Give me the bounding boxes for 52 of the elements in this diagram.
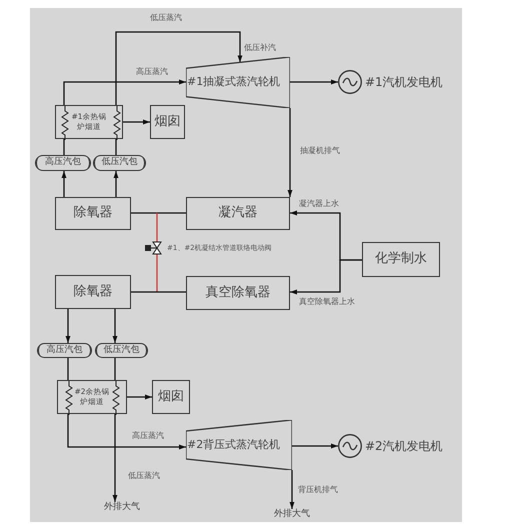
process-box: 凝汽器 <box>186 197 290 230</box>
generator-symbol <box>338 434 362 458</box>
outlet-label: 外排大气 <box>272 509 312 521</box>
arrow <box>112 309 118 343</box>
arrow <box>112 414 118 502</box>
pipe-line <box>114 358 116 380</box>
edge-label: 高压蒸汽 <box>132 432 164 440</box>
pipe-line <box>131 212 186 214</box>
edge-label: 低压蒸汽 <box>150 14 182 22</box>
pipe-line <box>131 291 186 293</box>
outlet-label: 外排大气 <box>102 502 142 514</box>
drum-box: 高压汽包 <box>35 155 91 171</box>
process-box: 化学制水 <box>362 242 440 277</box>
arrow <box>114 171 118 197</box>
edge-label: 凝汽器上水 <box>299 200 339 208</box>
arrow <box>67 414 186 450</box>
arrow <box>127 394 152 400</box>
process-box: 烟囱 <box>150 105 185 139</box>
drum-box: 低压汽包 <box>93 155 146 171</box>
edge-label: 高压蒸汽 <box>136 68 168 76</box>
pipe-line <box>156 254 158 292</box>
process-box: 烟囱 <box>152 380 190 414</box>
process-box: 真空除氧器 <box>186 276 290 310</box>
arrow <box>62 171 66 197</box>
arrow <box>290 80 338 84</box>
arrow <box>292 444 338 448</box>
generator-label: #1汽机发电机 <box>365 76 443 88</box>
drum-box: 低压汽包 <box>95 343 148 358</box>
process-box: 除氧器 <box>55 197 131 230</box>
edge-label: 真空除氧器上水 <box>299 298 355 306</box>
edge-label: 低压蒸汽 <box>128 472 160 480</box>
arrow <box>290 470 294 509</box>
pipe-line <box>67 358 69 380</box>
turbine-box: #1抽凝式蒸汽轮机 <box>186 57 290 108</box>
turbine-box: #2背压式蒸汽轮机 <box>186 420 292 470</box>
arrow <box>66 309 70 343</box>
arrow <box>288 108 292 197</box>
arrow <box>123 120 150 124</box>
arrow <box>115 31 242 105</box>
pipe-line <box>63 139 65 155</box>
edge-label: 抽凝机排气 <box>300 147 340 155</box>
generator-symbol <box>338 70 362 94</box>
pipe-label: 低压补汽 <box>244 44 276 52</box>
process-box: 除氧器 <box>55 275 131 309</box>
edge-label: 背压机排气 <box>298 486 338 494</box>
drum-box: 高压汽包 <box>37 343 92 358</box>
pipe-line <box>156 213 158 242</box>
arrow <box>290 259 362 294</box>
arrow <box>63 80 186 105</box>
generator-label: #2汽机发电机 <box>365 440 443 452</box>
pipe-line <box>115 139 117 155</box>
valve-symbol <box>145 242 163 254</box>
